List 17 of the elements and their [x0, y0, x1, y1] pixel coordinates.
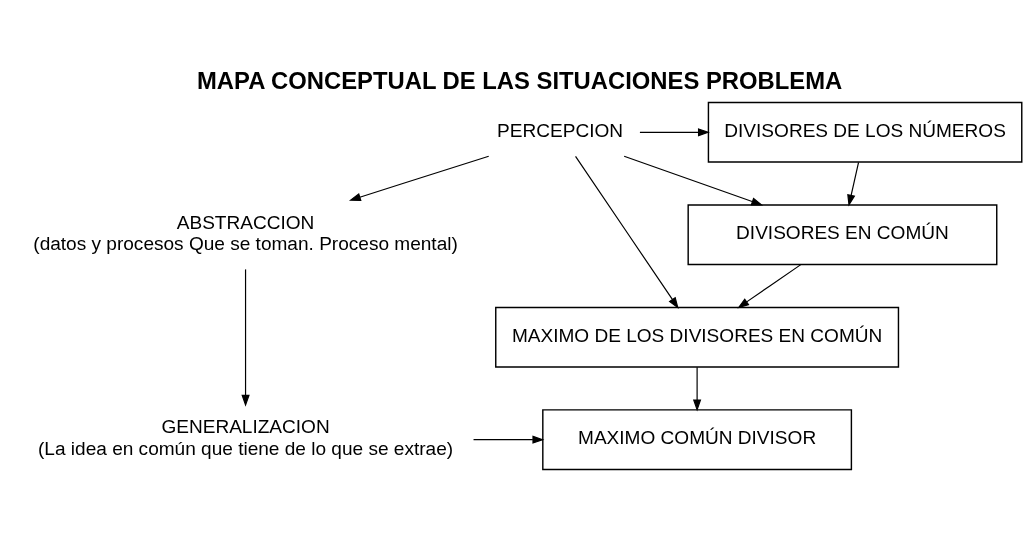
- arrow: [348, 155, 490, 202]
- node-box: MAXIMO DE LOS DIVISORES EN COMÚN: [495, 306, 900, 368]
- arrow: [241, 268, 250, 407]
- arrow: [737, 264, 802, 309]
- node-text: GENERALIZACION (La idea en común que tiene de lo que se extrae): [38, 416, 454, 459]
- node-box: DIVISORES EN COMÚN: [687, 204, 998, 266]
- node-text: PERCEPCION: [497, 119, 624, 141]
- node-text: ABSTRACCION (datos y procesos Que se toman. Proceso mental): [33, 211, 458, 255]
- arrow: [574, 155, 679, 309]
- arrow: [692, 366, 702, 412]
- arrow: [847, 161, 860, 207]
- arrow: [639, 128, 710, 137]
- node-box: MAXIMO COMÚN DIVISOR: [542, 409, 853, 471]
- arrow: [623, 155, 764, 206]
- diagram-title: MAPA CONCEPTUAL DE LAS SITUACIONES PROBLEMA: [197, 67, 843, 95]
- arrow: [472, 435, 545, 444]
- node-box: DIVISORES DE LOS NÚMEROS: [707, 101, 1023, 163]
